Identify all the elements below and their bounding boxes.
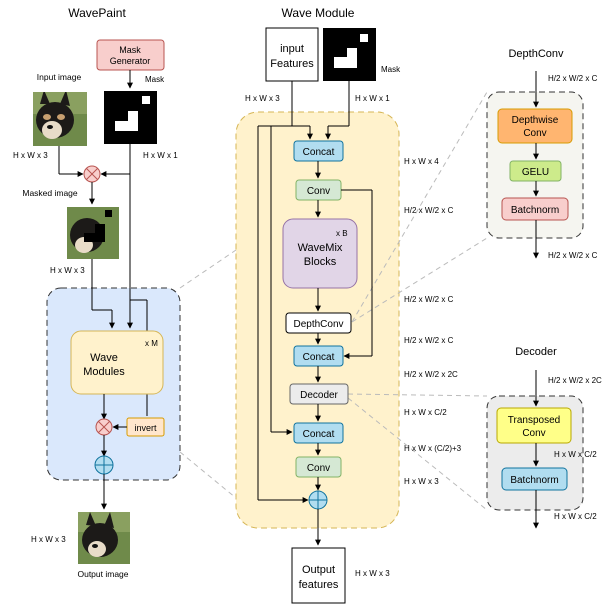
depthconv-dims: H/2 x W/2 x C xyxy=(404,336,454,345)
mask-dims-center: H x W x 1 xyxy=(355,94,390,103)
wavemix-blocks-box xyxy=(282,218,358,289)
zoom-guides xyxy=(179,91,488,511)
in-dims-center: H x W x 3 xyxy=(245,94,280,103)
mask-generator-label-2: Generator xyxy=(110,56,151,66)
concat-3-dims: H x W x (C/2)+3 xyxy=(404,444,462,453)
output-features-label-1: Output xyxy=(302,564,335,576)
masked-image-label: Masked image xyxy=(22,188,78,198)
depthconv-detail-in-dims: H/2 x W/2 x C xyxy=(548,74,598,83)
decoder-detail-mid-dims: H x W x C/2 xyxy=(554,450,597,459)
mask-generator-label-1: Mask xyxy=(119,45,141,55)
concat-1-dims: H x W x 4 xyxy=(404,157,439,166)
input-features-box xyxy=(265,27,319,82)
mask-label-left: Mask xyxy=(145,75,165,84)
output-image-label: Output image xyxy=(77,569,128,579)
wave-module-title: Wave Module xyxy=(282,6,355,20)
masked-dims: H x W x 3 xyxy=(50,266,85,275)
concat-2-dims: H/2 x W/2 x 2C xyxy=(404,370,458,379)
wave-modules-repeat: x M xyxy=(145,339,158,348)
decoder-detail-in-dims: H/2 x W/2 x 2C xyxy=(548,376,602,385)
input-image xyxy=(33,92,87,146)
output-features-dims: H x W x 3 xyxy=(355,569,390,578)
gelu-label: GELU xyxy=(522,167,549,178)
depthwise-conv-label-2: Conv xyxy=(523,128,546,139)
decoder-batchnorm-label: Batchnorm xyxy=(510,475,558,486)
wavemix-repeat: x B xyxy=(336,229,348,238)
decoder-label: Decoder xyxy=(300,390,338,401)
invert-label: invert xyxy=(134,423,157,433)
depthwise-conv-box xyxy=(497,108,573,144)
mask-image-left xyxy=(104,91,157,144)
wavepaint-title: WavePaint xyxy=(68,6,126,20)
depthconv-label: DepthConv xyxy=(293,319,343,330)
conv-1-dims: H/2 x W/2 x C xyxy=(404,206,454,215)
depthconv-detail-out-dims: H/2 x W/2 x C xyxy=(548,251,598,260)
depthconv-batchnorm-box xyxy=(501,197,569,221)
decoder-detail-out-dims: H x W x C/2 xyxy=(554,512,597,521)
output-features-box xyxy=(291,547,346,604)
depthconv-batchnorm-label: Batchnorm xyxy=(511,205,559,216)
decoder-box xyxy=(289,383,349,405)
mask-label-center: Mask xyxy=(381,65,401,74)
multiply-node-2 xyxy=(95,418,113,436)
concat-1-label: Concat xyxy=(303,147,335,158)
concat-3-label: Concat xyxy=(303,429,335,440)
add-node-left xyxy=(94,455,114,475)
decoder-title: Decoder xyxy=(515,346,557,358)
multiply-node-1 xyxy=(83,165,101,183)
transposed-conv-label-2: Conv xyxy=(522,428,545,439)
wavemix-label-1: WaveMix xyxy=(298,242,343,254)
input-features-label-1: input xyxy=(280,43,304,55)
wave-modules-box xyxy=(70,330,164,395)
decoder-batchnorm-box xyxy=(501,467,568,491)
mask-image-center xyxy=(323,28,376,81)
output-image xyxy=(78,512,130,564)
conv-1-label: Conv xyxy=(307,186,330,197)
decoder-dims: H x W x C/2 xyxy=(404,408,447,417)
output-dims-left: H x W x 3 xyxy=(31,535,66,544)
conv-2-dims: H x W x 3 xyxy=(404,477,439,486)
input-image-label: Input image xyxy=(37,72,82,82)
transposed-conv-box xyxy=(496,407,572,444)
masked-image xyxy=(67,207,119,259)
transposed-conv-label-1: Transposed xyxy=(508,415,560,426)
concat-2-label: Concat xyxy=(303,352,335,363)
output-features-label-2: features xyxy=(299,579,339,591)
wavemix-dims: H/2 x W/2 x C xyxy=(404,295,454,304)
depthwise-conv-label-1: Depthwise xyxy=(512,115,559,126)
mask-dims-left: H x W x 1 xyxy=(143,151,178,160)
wave-modules-label-1: Wave xyxy=(90,352,118,364)
input-features-label-2: Features xyxy=(270,58,314,70)
conv-2-label: Conv xyxy=(307,463,330,474)
depthconv-title: DepthConv xyxy=(508,48,564,60)
add-node-center xyxy=(308,490,328,510)
wavemix-label-2: Blocks xyxy=(304,256,337,268)
wave-modules-label-2: Modules xyxy=(83,366,125,378)
input-dims: H x W x 3 xyxy=(13,151,48,160)
